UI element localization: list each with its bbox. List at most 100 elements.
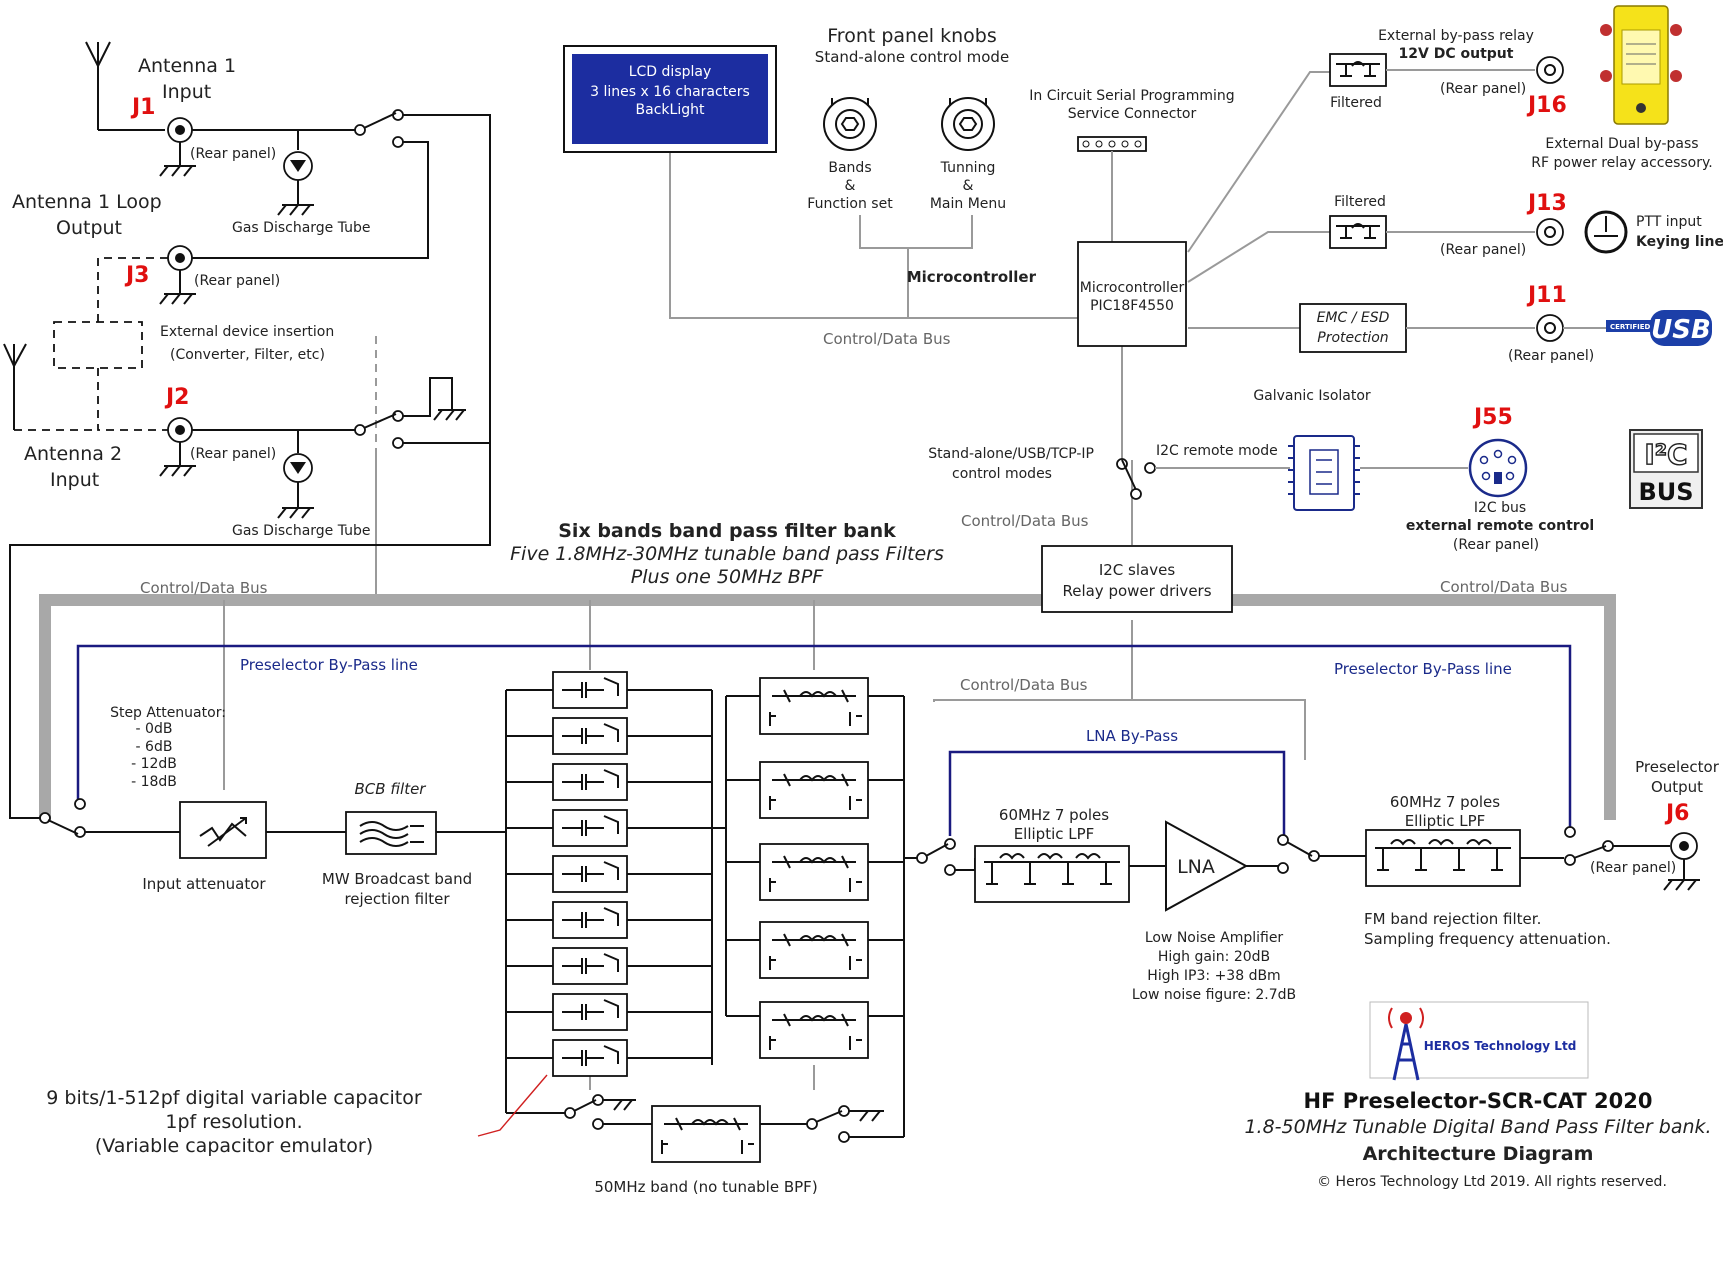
varicap-8-icon xyxy=(506,993,712,1031)
attenuator-box xyxy=(179,801,267,859)
svg-text:USB: USB xyxy=(1651,315,1711,345)
emc-line-1: EMC / ESD xyxy=(1317,310,1390,326)
antenna-section: Antenna 1 Input J1 (Rear panel) Gas Disc… xyxy=(3,41,491,819)
j1-rear-panel: (Rear panel) xyxy=(190,146,276,162)
bpf-50mhz-box xyxy=(651,1105,761,1163)
varicap-9-icon xyxy=(506,1039,712,1077)
gas-tube-1-label: Gas Discharge Tube xyxy=(232,220,371,236)
icsp-connector: In Circuit Serial Programming Service Co… xyxy=(1029,88,1235,242)
bcb-filter-box xyxy=(345,811,437,855)
lcd-display: LCD display 3 lines x 16 characters Back… xyxy=(563,45,777,153)
attenuator-step-1: - 0dB xyxy=(136,721,173,737)
varicap-7-icon xyxy=(506,947,712,985)
tuning-label-1: Tunning xyxy=(940,160,996,176)
din-connector-icon xyxy=(1468,438,1528,498)
lna-spec-4: Low noise figure: 2.7dB xyxy=(1132,987,1296,1003)
ant1-label-2: Input xyxy=(162,81,211,103)
output-label-1: Preselector xyxy=(1635,758,1720,776)
preselector-bypass: Preselector By-Pass line Preselector By-… xyxy=(76,644,1572,836)
bcb-title: BCB filter xyxy=(355,780,427,798)
ptt-section: Filtered (Rear panel) J13 PTT input Keyi… xyxy=(1329,191,1723,258)
lpf2-box xyxy=(1365,829,1521,887)
lpf-1: 60MHz 7 poles Elliptic LPF xyxy=(974,806,1166,903)
i2c-mode-switch-icon xyxy=(1116,458,1156,500)
attenuator-step-2: - 6dB xyxy=(136,739,173,755)
usb-section: EMC / ESD Protection J11 (Rear panel) CE… xyxy=(1299,283,1712,364)
front-panel-title: Front panel knobs xyxy=(827,25,996,47)
product-title: HF Preselector-SCR-CAT 2020 xyxy=(1304,1089,1653,1113)
varicap-5-icon xyxy=(506,855,712,893)
bus-label-lpf: Control/Data Bus xyxy=(960,676,1088,694)
varicap-4-icon xyxy=(506,809,712,847)
filter-bank-sub1: Five 1.8MHz-30MHz tunable band pass Filt… xyxy=(510,543,944,565)
fm-label-2: Sampling frequency attenuation. xyxy=(1364,930,1611,948)
ant1-loop-label-2: Output xyxy=(56,217,122,239)
bpf-5-icon xyxy=(726,1001,904,1059)
bcb-label-1: MW Broadcast band xyxy=(322,870,472,888)
svg-text:CERTIFIED: CERTIFIED xyxy=(1610,323,1651,331)
bypass-label-right: Preselector By-Pass line xyxy=(1334,660,1512,678)
emc-line-2: Protection xyxy=(1317,330,1388,346)
lcd-line-3: BackLight xyxy=(636,102,705,118)
doc-title: Architecture Diagram xyxy=(1363,1143,1594,1165)
product-subtitle: 1.8-50MHz Tunable Digital Band Pass Filt… xyxy=(1244,1116,1711,1138)
accessory-label-2: RF power relay accessory. xyxy=(1531,155,1712,171)
microcontroller: Microcontroller Microcontroller PIC18F45… xyxy=(907,71,1330,347)
i2c-rear-panel: (Rear panel) xyxy=(1453,537,1539,553)
i2c-slaves-2: Relay power drivers xyxy=(1062,582,1211,600)
fm-label-1: FM band rejection filter. xyxy=(1364,910,1541,928)
i2c-slaves-1: I2C slaves xyxy=(1099,561,1175,579)
j3-coax-icon xyxy=(159,245,196,305)
j2-rear-panel: (Rear panel) xyxy=(190,446,276,462)
i2c-slaves-box xyxy=(1041,545,1233,613)
output-section: Preselector Output J6 (Rear panel) xyxy=(1564,758,1720,891)
ptt-filtered: Filtered xyxy=(1334,194,1386,210)
gas-tube-2-label: Gas Discharge Tube xyxy=(232,523,371,539)
filter-relay-icon xyxy=(1329,53,1387,87)
lna-spec-3: High IP3: +38 dBm xyxy=(1147,968,1280,984)
j16-connector-icon xyxy=(1536,56,1564,84)
front-panel-subtitle: Stand-alone control mode xyxy=(815,48,1009,66)
tuning-label-3: Main Menu xyxy=(930,196,1006,212)
varicap-label-3: (Variable capacitor emulator) xyxy=(95,1135,373,1157)
micro-chip-line-2: PIC18F4550 xyxy=(1090,298,1174,314)
varicap-label-1: 9 bits/1-512pf digital variable capacito… xyxy=(46,1087,422,1109)
filter-bank-title: Six bands band pass filter bank xyxy=(558,520,896,542)
bpf-1-icon xyxy=(726,677,904,735)
attenuator: Step Attenuator: - 0dB - 6dB - 12dB - 18… xyxy=(110,705,346,893)
lpf1-box xyxy=(974,845,1130,903)
svg-text:I²C: I²C xyxy=(1644,438,1687,471)
relay-power: 12V DC output xyxy=(1399,46,1514,62)
filter-bank-sub2: Plus one 50MHz BPF xyxy=(631,566,824,588)
lpf-2: 60MHz 7 poles Elliptic LPF FM band rejec… xyxy=(1364,793,1611,948)
micro-label: Microcontroller xyxy=(907,268,1037,286)
ant1-loop-label-1: Antenna 1 Loop xyxy=(12,191,162,213)
bus-label-right: Control/Data Bus xyxy=(1440,578,1568,596)
ant2-label-1: Antenna 2 xyxy=(24,443,122,465)
band50-label: 50MHz band (no tunable BPF) xyxy=(594,1178,817,1196)
connector-j11: J11 xyxy=(1526,283,1567,308)
relay-accessory-image xyxy=(1600,5,1682,125)
copyright: © Heros Technology Ltd 2019. All rights … xyxy=(1317,1174,1667,1190)
ext-device-label-1: External device insertion xyxy=(160,324,334,340)
varicap-3-icon xyxy=(506,763,712,801)
usb-logo-icon: CERTIFIED USB xyxy=(1606,310,1712,346)
connector-j6: J6 xyxy=(1664,801,1690,826)
varicap-column xyxy=(505,671,726,1113)
varicap-1-icon xyxy=(506,671,712,709)
connector-j55: J55 xyxy=(1472,405,1513,430)
connector-j2: J2 xyxy=(164,385,190,410)
lpf2-label-1: 60MHz 7 poles xyxy=(1390,793,1500,811)
j1-coax-icon xyxy=(159,117,196,177)
bpf-2-icon xyxy=(726,761,904,819)
relay-rear-panel: (Rear panel) xyxy=(1440,81,1526,97)
i2c-bus-logo-icon: I²C BUS xyxy=(1629,429,1703,509)
lna-switch-out-icon xyxy=(1277,834,1366,874)
accessory-label-1: External Dual by-pass xyxy=(1545,136,1698,152)
svg-text:HEROS Technology Ltd: HEROS Technology Ltd xyxy=(1424,1039,1577,1053)
bus-label-micro: Control/Data Bus xyxy=(823,330,951,348)
varicap-2-icon xyxy=(506,717,712,755)
lna-amplifier-icon xyxy=(1165,820,1249,912)
i2c-section: Stand-alone/USB/TCP-IP control modes I2C… xyxy=(928,388,1703,613)
